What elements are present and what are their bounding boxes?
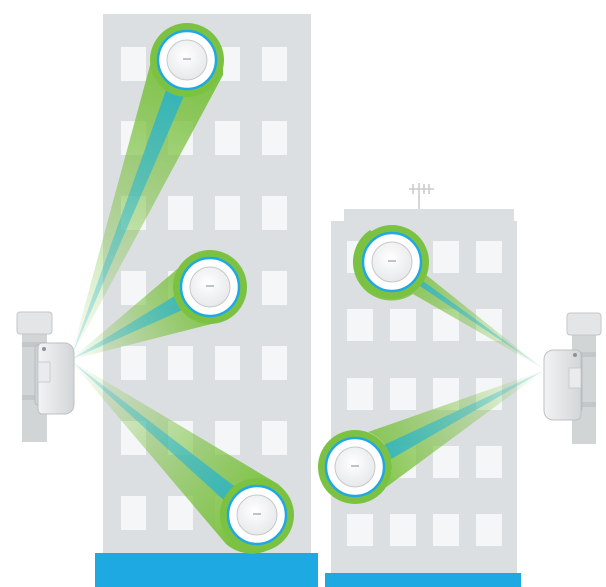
rooftop-antenna-icon: [409, 183, 434, 212]
ceiling-access-point-icon: [150, 23, 224, 97]
ground-left: [95, 553, 318, 587]
outdoor-bridge-icon: [544, 313, 601, 444]
ground-right: [325, 573, 521, 587]
outdoor-bridge-icon: [17, 312, 74, 442]
ceiling-access-point-icon: [173, 250, 247, 324]
ceiling-access-point-icon: [220, 478, 294, 552]
ceiling-access-point-icon: [318, 430, 392, 504]
ceiling-access-point-icon: [355, 225, 429, 299]
